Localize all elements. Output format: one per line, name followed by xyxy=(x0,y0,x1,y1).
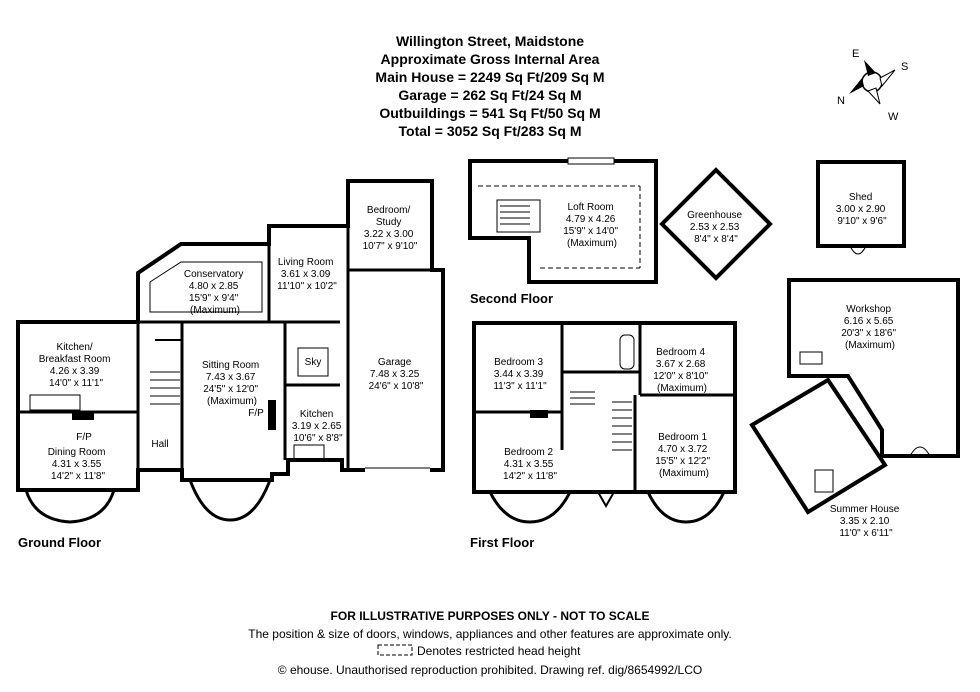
approximation-note: The position & size of doors, windows, a… xyxy=(248,627,731,641)
first-floor-plan xyxy=(472,321,737,524)
shed-plan xyxy=(816,160,906,255)
room-garage: Garage 7.48 x 3.25 24'6" x 10'8" xyxy=(369,357,424,392)
disclaimer: FOR ILLUSTRATIVE PURPOSES ONLY - NOT TO … xyxy=(331,609,650,623)
sky-box-label: Sky xyxy=(305,357,322,368)
property-title: Willington Street, Maidstone xyxy=(396,33,584,49)
compass-n: N xyxy=(837,95,845,107)
footer: FOR ILLUSTRATIVE PURPOSES ONLY - NOT TO … xyxy=(248,609,731,677)
restricted-height-legend: Denotes restricted head height xyxy=(417,644,581,658)
room-bedroom-study: Bedroom/ Study 3.22 x 3.00 10'7" x 9'10" xyxy=(363,205,418,252)
copyright: © ehouse. Unauthorised reproduction proh… xyxy=(278,663,702,677)
room-greenhouse: Greenhouse 2.53 x 2.53 8'4" x 8'4" xyxy=(687,210,745,245)
first-floor-labels: Bedroom 3 3.44 x 3.39 11'3" x 11'1" Bedr… xyxy=(493,347,713,482)
room-hall: Hall xyxy=(151,439,168,450)
fireplace-dining: F/P xyxy=(76,432,92,443)
compass-s: S xyxy=(901,61,908,73)
room-loft-room: Loft Room 4.79 x 4.26 15'9" x 14'0" (Max… xyxy=(563,202,621,249)
total-area: Total = 3052 Sq Ft/283 Sq M xyxy=(399,123,582,139)
greenhouse-plan xyxy=(659,167,773,281)
room-living-room: Living Room 3.61 x 3.09 11'10" x 10'2" xyxy=(277,257,337,292)
greenhouse-labels: Greenhouse 2.53 x 2.53 8'4" x 8'4" xyxy=(687,210,745,245)
room-dining-room: Dining Room 4.31 x 3.55 14'2" x 11'8" xyxy=(48,447,109,482)
room-summer-house: Summer House 3.35 x 2.10 11'0" x 6'11" xyxy=(830,504,902,539)
area-header: Willington Street, Maidstone Approximate… xyxy=(375,33,604,139)
second-floor-labels: Loft Room 4.79 x 4.26 15'9" x 14'0" (Max… xyxy=(563,202,621,249)
ground-floor-labels: Kitchen/ Breakfast Room 4.26 x 3.39 14'0… xyxy=(39,205,424,482)
shed-labels: Shed 3.00 x 2.90 9'10" x 9'6" xyxy=(836,192,888,227)
main-house-area: Main House = 2249 Sq Ft/209 Sq M xyxy=(375,69,604,85)
compass-e: E xyxy=(852,48,859,60)
room-bedroom-3: Bedroom 3 3.44 x 3.39 11'3" x 11'1" xyxy=(493,357,547,392)
room-shed: Shed 3.00 x 2.90 9'10" x 9'6" xyxy=(836,192,888,227)
garage-area: Garage = 262 Sq Ft/24 Sq M xyxy=(398,87,581,103)
room-kitchen: Kitchen 3.19 x 2.65 10'6" x 8'8" xyxy=(292,409,344,444)
outbuildings-area: Outbuildings = 541 Sq Ft/50 Sq M xyxy=(379,105,600,121)
room-conservatory: Conservatory 4.80 x 2.85 15'9" x 9'4" (M… xyxy=(184,269,246,316)
room-sitting-room: Sitting Room 7.43 x 3.67 24'5" x 12'0" (… xyxy=(202,360,262,407)
ground-floor-label: Ground Floor xyxy=(18,535,101,550)
outbuilding-labels: Workshop 6.16 x 5.65 20'3" x 18'6" (Maxi… xyxy=(830,304,902,539)
compass-w: W xyxy=(888,111,899,123)
workshop-plan xyxy=(787,278,960,458)
summer-house-plan xyxy=(749,377,888,515)
room-bedroom-2: Bedroom 2 4.31 x 3.55 14'2" x 11'8" xyxy=(503,447,558,482)
first-floor-label: First Floor xyxy=(470,535,534,550)
fireplace-sitting: F/P xyxy=(248,408,264,419)
room-bedroom-1: Bedroom 1 4.70 x 3.72 15'5" x 12'2" (Max… xyxy=(655,432,713,479)
restricted-height-key-icon xyxy=(377,644,413,656)
second-floor-plan xyxy=(468,157,658,284)
room-workshop: Workshop 6.16 x 5.65 20'3" x 18'6" (Maxi… xyxy=(841,304,899,351)
second-floor-label: Second Floor xyxy=(470,291,553,306)
area-subtitle: Approximate Gross Internal Area xyxy=(381,51,600,67)
ground-floor-plan xyxy=(16,179,445,524)
room-bedroom-4: Bedroom 4 3.67 x 2.68 12'0" x 8'10" (Max… xyxy=(653,347,711,394)
room-kitchen-breakfast: Kitchen/ Breakfast Room 4.26 x 3.39 14'0… xyxy=(39,342,113,389)
compass-icon: E S N W xyxy=(837,48,908,123)
